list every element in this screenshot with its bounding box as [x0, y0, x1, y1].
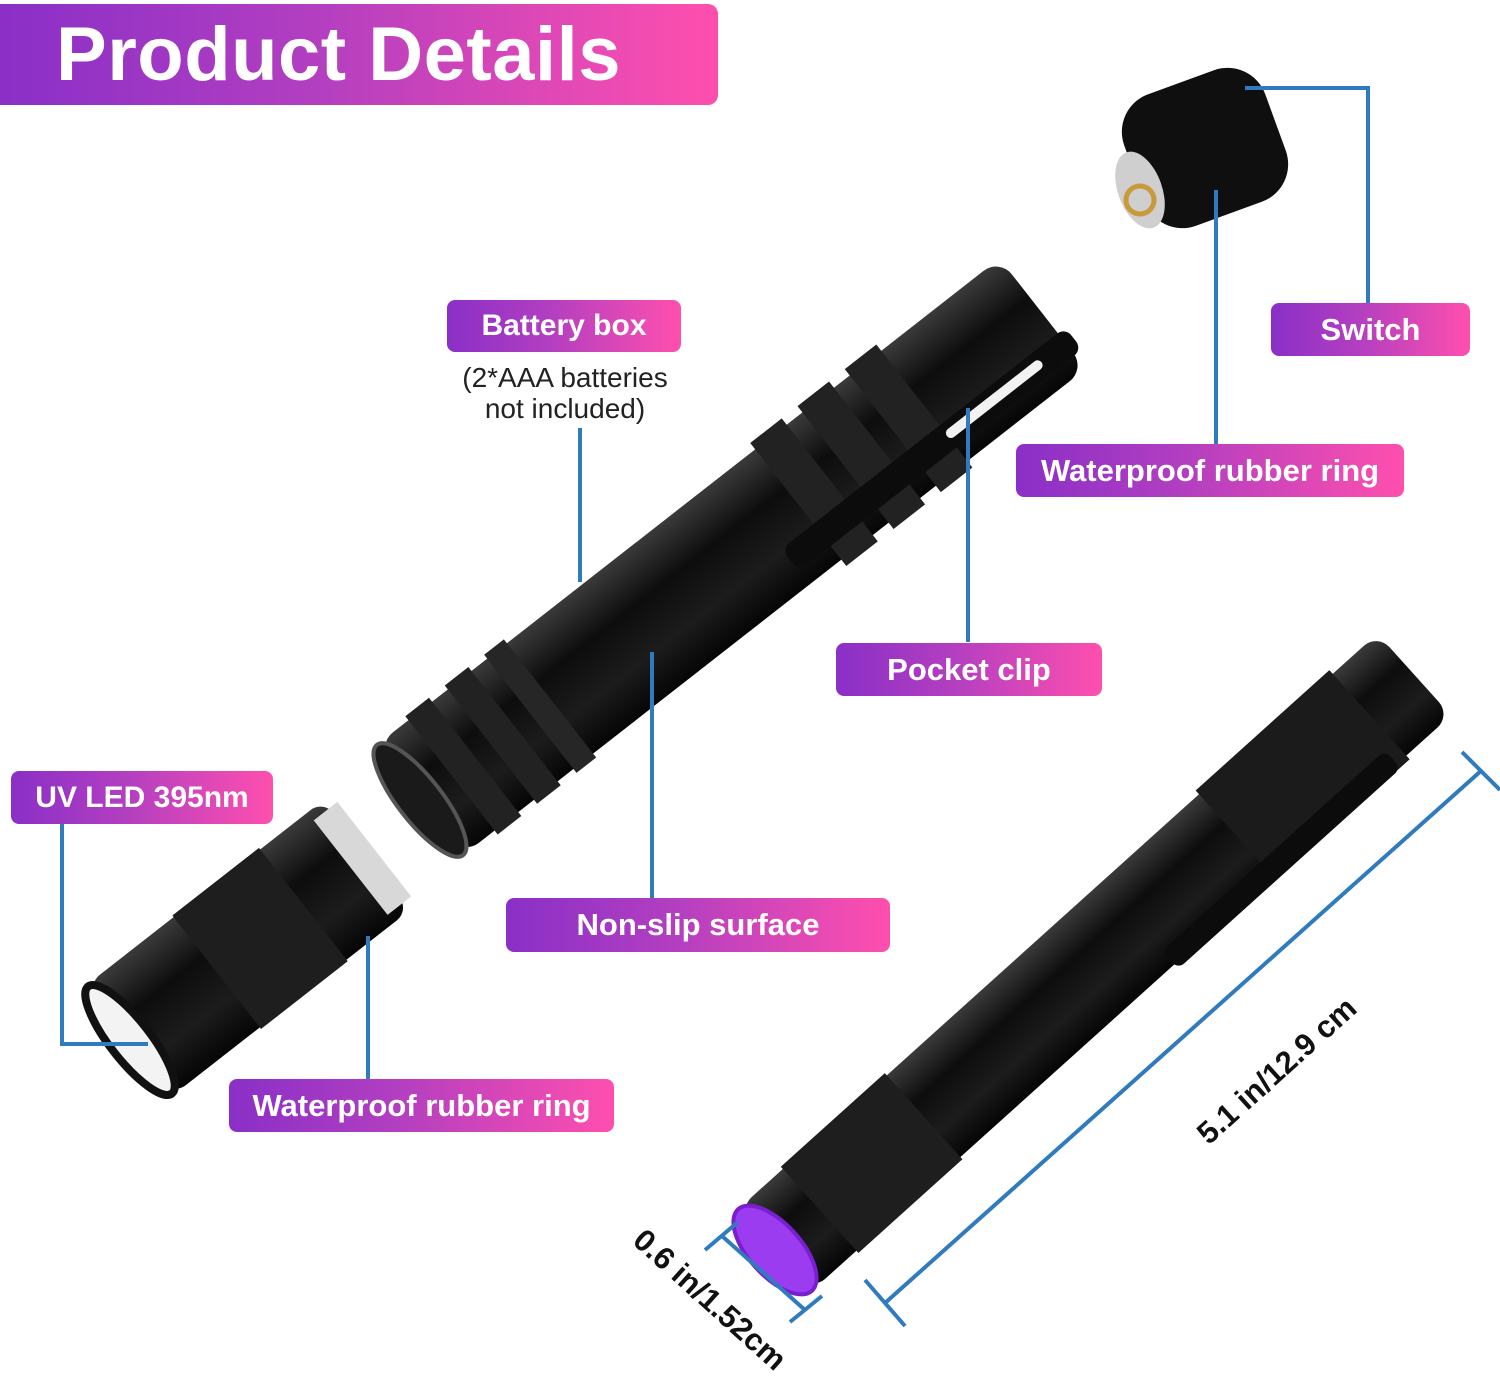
flashlight-body — [371, 266, 1078, 859]
waterproof-ring-top-label: Waterproof rubber ring — [1016, 444, 1404, 497]
battery-note-line2: not included) — [484, 393, 646, 424]
non-slip-label: Non-slip surface — [506, 898, 890, 952]
uv-led-label: UV LED 395nm — [11, 771, 273, 824]
switch-label: Switch — [1271, 303, 1470, 356]
assembled-flashlight — [731, 641, 1444, 1297]
pocket-clip — [785, 331, 1079, 567]
led-head — [81, 801, 412, 1099]
battery-note-line1: (2*AAA batteries — [462, 362, 668, 393]
pocket-clip-label: Pocket clip — [836, 643, 1102, 696]
leader-lines — [60, 86, 1500, 1328]
waterproof-ring-bottom-label: Waterproof rubber ring — [229, 1079, 614, 1132]
battery-note: (2*AAA batteries not included) — [440, 362, 690, 424]
battery-box-label: Battery box — [447, 300, 681, 352]
switch-cap — [1115, 67, 1289, 229]
page-title: Product Details — [0, 4, 718, 105]
